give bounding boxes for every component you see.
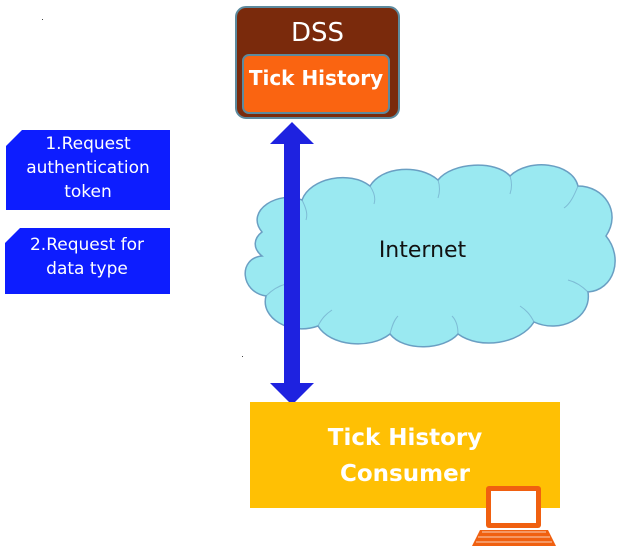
step-1-text: 1.Request authentication token [8, 132, 168, 204]
tick-history-box [242, 54, 390, 114]
step-2-line2: data type [46, 259, 128, 279]
step-callout-2 [5, 228, 170, 294]
stray-dot [242, 356, 243, 357]
laptop-icon [472, 486, 556, 546]
consumer-label-line2: Consumer [339, 461, 471, 487]
internet-cloud [244, 164, 616, 348]
tick-history-label: Tick History [248, 66, 384, 90]
consumer-label-line1: Tick History [327, 425, 483, 451]
step-1-line3: token [64, 182, 112, 202]
internet-label: Internet [378, 238, 467, 263]
step-2-text: 2.Request for data type [8, 233, 166, 281]
consumer-label: Tick History Consumer [250, 420, 560, 492]
stray-dot [42, 19, 43, 20]
step-2-line1: 2.Request for [29, 235, 145, 255]
step-1-line1: 1.Request [45, 134, 131, 154]
step-1-line2: authentication [26, 158, 150, 178]
step-callout-1 [6, 130, 170, 210]
dss-title: DSS [290, 18, 345, 48]
bidirectional-arrow [270, 122, 314, 405]
